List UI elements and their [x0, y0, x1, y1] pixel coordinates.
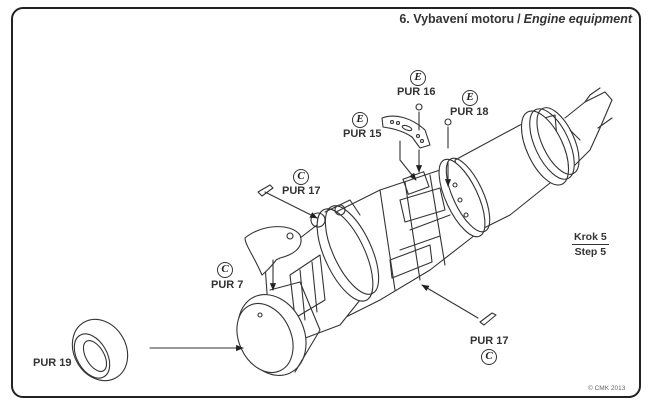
- badge-pur7: C: [217, 262, 233, 278]
- part-pur17-lower: [421, 284, 497, 326]
- label-pur17-upper: PUR 17: [282, 185, 321, 197]
- label-pur15: PUR 15: [343, 128, 382, 140]
- page-frame: [11, 7, 641, 398]
- intake: [236, 281, 321, 376]
- part-pur18-pin: [444, 118, 452, 187]
- label-pur16: PUR 16: [397, 86, 436, 98]
- label-pur19: PUR 19: [33, 357, 72, 369]
- part-pur15-bracket: [381, 115, 431, 181]
- section-title: 6. Vybavení motoru/Engine equipment: [399, 12, 632, 26]
- badge-pur15: E: [352, 112, 368, 128]
- step-indicator: Krok 5 Step 5: [572, 231, 609, 258]
- copyright: © CMK 2013: [588, 385, 626, 392]
- step-english: Step 5: [574, 246, 607, 258]
- step-czech: Krok 5: [572, 231, 609, 245]
- badge-pur16: E: [410, 70, 426, 86]
- part-pur7-cover: [244, 226, 302, 291]
- title-english: Engine equipment: [523, 12, 632, 26]
- part-pur19-ring: [71, 318, 244, 382]
- badge-pur18: E: [462, 90, 478, 106]
- label-pur18: PUR 18: [450, 106, 489, 118]
- label-pur7: PUR 7: [211, 279, 244, 291]
- title-separator: /: [517, 12, 521, 26]
- title-czech: 6. Vybavení motoru: [399, 12, 515, 26]
- label-pur17-lower: PUR 17: [470, 335, 509, 347]
- part-pur17-upper: [257, 184, 318, 219]
- badge-pur17-lower: C: [481, 349, 497, 365]
- badge-pur17-upper: C: [293, 169, 309, 185]
- part-pur16-pin: [415, 103, 423, 173]
